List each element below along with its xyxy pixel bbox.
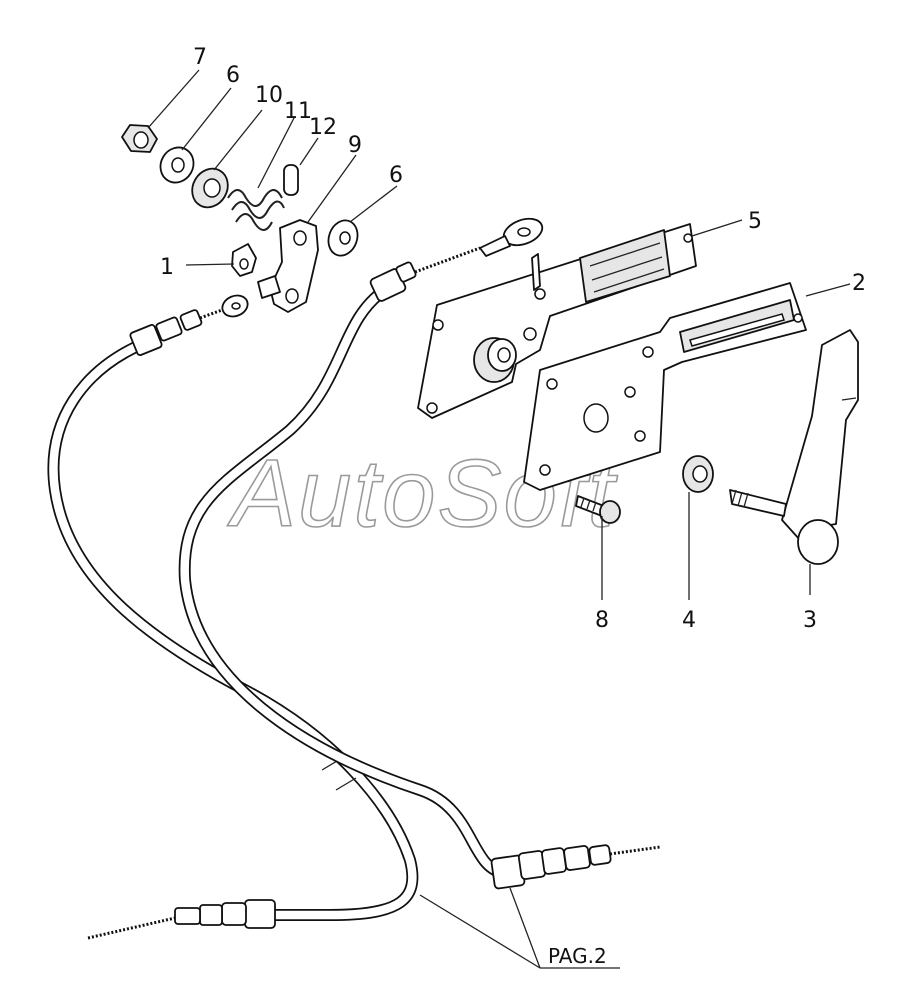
callout-5: 5 xyxy=(748,209,762,234)
cable-left xyxy=(47,294,419,940)
callout-6-right: 6 xyxy=(389,163,403,188)
callout-11: 11 xyxy=(284,99,312,124)
washer-4 xyxy=(682,455,714,493)
callout-1: 1 xyxy=(160,255,174,280)
callout-2: 2 xyxy=(852,271,866,296)
page-reference: PAG.2 xyxy=(548,944,607,968)
callout-9: 9 xyxy=(348,133,362,158)
callout-10: 10 xyxy=(255,83,283,108)
callout-7: 7 xyxy=(193,45,207,70)
clip-1 xyxy=(231,243,257,277)
lever-3 xyxy=(729,329,859,565)
callout-12: 12 xyxy=(309,115,337,140)
nut-7 xyxy=(121,124,158,153)
leader-lines xyxy=(147,69,851,969)
washer-6-top xyxy=(159,146,195,184)
plate-5 xyxy=(417,223,697,419)
callout-6-top: 6 xyxy=(226,63,240,88)
cable-right xyxy=(178,217,661,890)
washer-6-right xyxy=(327,219,359,257)
callout-4: 4 xyxy=(682,608,696,633)
callout-3: 3 xyxy=(803,608,817,633)
lever-arm-9 xyxy=(257,219,319,313)
callout-8: 8 xyxy=(595,608,609,633)
spring-11 xyxy=(227,189,285,231)
pin-12 xyxy=(283,164,299,196)
bushing-10 xyxy=(191,167,229,209)
plate-2 xyxy=(523,282,807,491)
